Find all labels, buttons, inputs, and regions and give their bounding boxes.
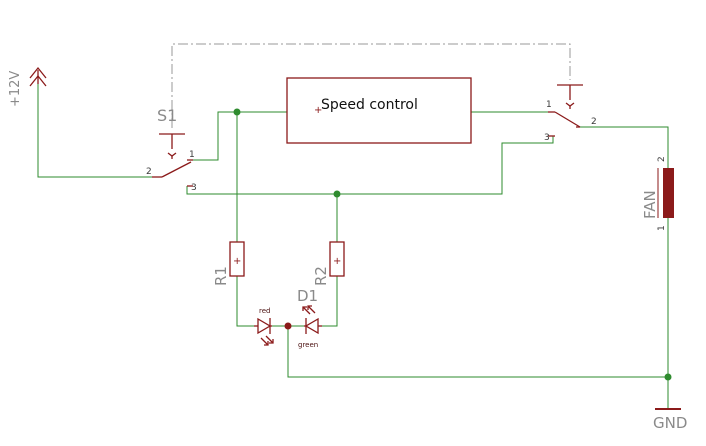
- ground-label: GND: [653, 414, 687, 432]
- diode-d1-label: D1: [297, 287, 318, 305]
- led-red: [254, 317, 274, 346]
- switch-s2: [548, 84, 583, 137]
- wire-r1-bottom: [236, 276, 254, 327]
- wire-r2-bottom: [322, 276, 338, 327]
- supply-label: +12V: [8, 71, 23, 107]
- s1-pin-2: 2: [146, 167, 152, 177]
- switch-s1-label: S1: [157, 106, 177, 125]
- junction-dot-led: [284, 322, 292, 330]
- switch-s1: [152, 133, 193, 187]
- switch-linkage: [171, 43, 571, 128]
- wire-s1-pin3: [186, 136, 554, 195]
- wire-s1-pin1: [193, 111, 237, 161]
- s2-pin-2: 2: [591, 117, 597, 127]
- resistor-r1: [229, 241, 245, 277]
- wires: [37, 82, 669, 408]
- speed-control-box: [286, 77, 472, 144]
- resistor-r2-mark: +: [333, 256, 341, 267]
- resistor-r1-label: R1: [212, 266, 230, 286]
- junctions: [233, 108, 672, 381]
- led-green-label: green: [298, 341, 318, 349]
- junction-dot: [233, 108, 241, 116]
- s1-pin-1: 1: [189, 150, 195, 160]
- junction-dot: [333, 190, 341, 198]
- resistor-r2: [329, 241, 345, 277]
- speed-control-origin-mark: +: [314, 105, 322, 116]
- wire-supply: [37, 82, 152, 178]
- speed-control-label: Speed control: [321, 97, 418, 113]
- fan-pin-2: 2: [657, 156, 667, 162]
- led-red-label: red: [259, 307, 270, 315]
- junction-dot: [664, 373, 672, 381]
- fan-pin-1: 1: [657, 225, 667, 231]
- resistor-r1-mark: +: [233, 256, 241, 267]
- s2-pin-1: 1: [546, 100, 552, 110]
- resistor-r2-label: R2: [312, 266, 330, 286]
- s1-pin-3: 3: [191, 183, 197, 193]
- led-green: [302, 305, 322, 335]
- fan-label: FAN: [641, 190, 659, 219]
- supply-arrow-icon: [29, 66, 47, 87]
- s2-pin-3: 3: [544, 133, 550, 143]
- wire-s2-pin2-fan: [576, 126, 669, 168]
- wire-led-gnd: [287, 326, 668, 378]
- fan-body: [663, 168, 674, 218]
